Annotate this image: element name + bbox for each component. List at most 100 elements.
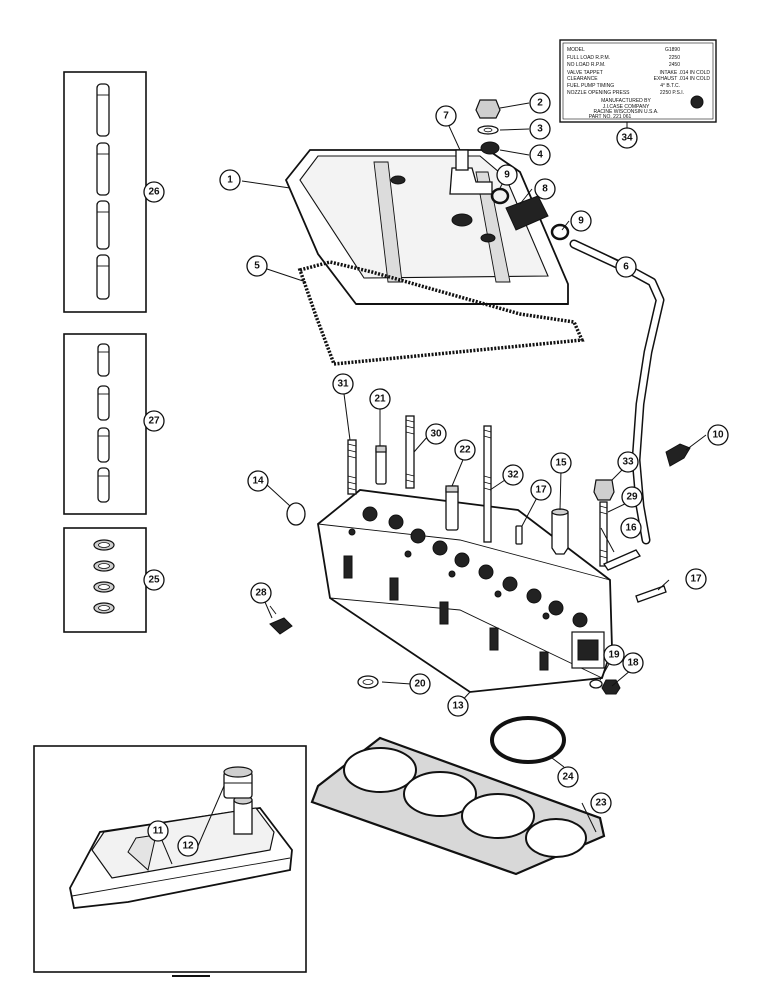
callout-label: 34 <box>621 133 633 144</box>
callout-8: 8 <box>534 178 556 200</box>
callout-label: 28 <box>255 588 267 599</box>
plate-value: EXHAUST .014 IN COLD <box>654 76 711 82</box>
callout-9a: 9 <box>496 164 518 186</box>
head-top-surface <box>348 506 588 628</box>
callout-label: 18 <box>627 658 639 669</box>
valve-seat-insert <box>93 539 115 551</box>
callout-label: 12 <box>182 841 194 852</box>
valve-guide-long <box>96 83 110 137</box>
callout-7: 7 <box>435 105 457 127</box>
callout-label: 22 <box>459 445 471 456</box>
callout-18: 18 <box>622 652 644 674</box>
callout-label: 3 <box>537 124 543 135</box>
callout-12: 12 <box>177 835 199 857</box>
callout-1: 1 <box>219 169 241 191</box>
callout-20: 20 <box>409 673 431 695</box>
temperature-sender <box>269 605 293 635</box>
callout-label: 15 <box>555 458 567 469</box>
breather-cap <box>223 766 253 799</box>
callout-11: 11 <box>147 820 169 842</box>
callout-label: 8 <box>542 184 548 195</box>
tube-clip <box>665 443 691 467</box>
thimble-20 <box>357 675 379 689</box>
cover-washer <box>477 125 499 135</box>
stud-30 <box>405 415 415 489</box>
callout-2: 2 <box>529 92 551 114</box>
kit-box-27 <box>63 333 147 515</box>
callout-label: 31 <box>337 379 349 390</box>
callout-30: 30 <box>425 423 447 445</box>
callout-25: 25 <box>143 569 165 591</box>
plate-label: NOZZLE OPENING PRESS <box>567 90 630 96</box>
callout-13: 13 <box>447 695 469 717</box>
callout-label: 14 <box>252 476 264 487</box>
cap-nut-33 <box>593 479 615 501</box>
plate-value: 4° B.T.C. <box>660 83 680 89</box>
valve-guide-long <box>96 200 110 250</box>
stud-32 <box>483 425 492 543</box>
plate-label: VALVE TAPPET <box>567 70 603 76</box>
dowel-17 <box>515 525 523 545</box>
plate-label: FUEL PUMP TIMING <box>567 83 614 89</box>
stud-29 <box>599 501 608 567</box>
callout-label: 17 <box>535 485 547 496</box>
plate-value: INTAKE .014 IN COLD <box>660 70 711 76</box>
callout-15: 15 <box>550 452 572 474</box>
seal-ring <box>490 716 566 764</box>
callout-29: 29 <box>621 486 643 508</box>
plate-label: CLEARANCE <box>567 76 598 82</box>
stud-17 <box>635 585 667 603</box>
callout-33: 33 <box>617 451 639 473</box>
callout-label: 6 <box>623 262 629 273</box>
callout-label: 27 <box>148 416 160 427</box>
callout-label: 1 <box>227 175 233 186</box>
hose-clamp <box>550 223 570 241</box>
sleeve-22 <box>445 485 459 531</box>
head-side-ports <box>343 555 549 671</box>
breather-hose <box>505 195 549 231</box>
plate-city: RACINE WISCONSIN U.S.A. <box>593 109 658 115</box>
plate-value: 2250 <box>669 55 680 61</box>
callout-label: 25 <box>148 575 160 586</box>
callout-17b: 17 <box>685 568 707 590</box>
valve-seat-insert <box>93 560 115 572</box>
callout-label: 20 <box>414 679 426 690</box>
plate-label: NO LOAD R.P.M. <box>567 62 606 68</box>
callout-4: 4 <box>529 144 551 166</box>
kit-box-26 <box>63 71 147 313</box>
callout-32: 32 <box>502 464 524 486</box>
sleeve-21 <box>375 445 387 485</box>
callout-label: 5 <box>254 261 260 272</box>
valve-seat-insert <box>93 602 115 614</box>
callout-26: 26 <box>143 181 165 203</box>
callout-27: 27 <box>143 410 165 432</box>
callout-label: 30 <box>430 429 442 440</box>
callout-label: 26 <box>148 187 160 198</box>
callout-34: 34 <box>616 127 638 149</box>
callout-label: 21 <box>374 394 386 405</box>
callout-label: 19 <box>608 650 620 661</box>
plate-value: 2250 P.S.I. <box>660 90 684 96</box>
stud-16 <box>603 549 641 571</box>
callout-17a: 17 <box>530 479 552 501</box>
valve-guide-long <box>96 254 110 300</box>
plate-maker: J.I.CASE COMPANY <box>603 104 650 110</box>
callout-label: 2 <box>537 98 543 109</box>
valve-guide-short <box>97 385 110 421</box>
callout-21: 21 <box>369 388 391 410</box>
callout-23: 23 <box>590 792 612 814</box>
callout-9b: 9 <box>570 210 592 232</box>
plate-value: G1890 <box>665 47 680 53</box>
breather-tube <box>569 239 665 545</box>
nozzle-sleeve-15 <box>551 508 569 555</box>
plate-value: 2450 <box>669 62 680 68</box>
callout-19: 19 <box>603 644 625 666</box>
callout-label: 16 <box>625 523 637 534</box>
callout-31: 31 <box>332 373 354 395</box>
callout-28: 28 <box>250 582 272 604</box>
callout-label: 4 <box>537 150 543 161</box>
callout-label: 17 <box>690 574 702 585</box>
valve-guide-long <box>96 142 110 196</box>
callout-label: 9 <box>578 216 584 227</box>
